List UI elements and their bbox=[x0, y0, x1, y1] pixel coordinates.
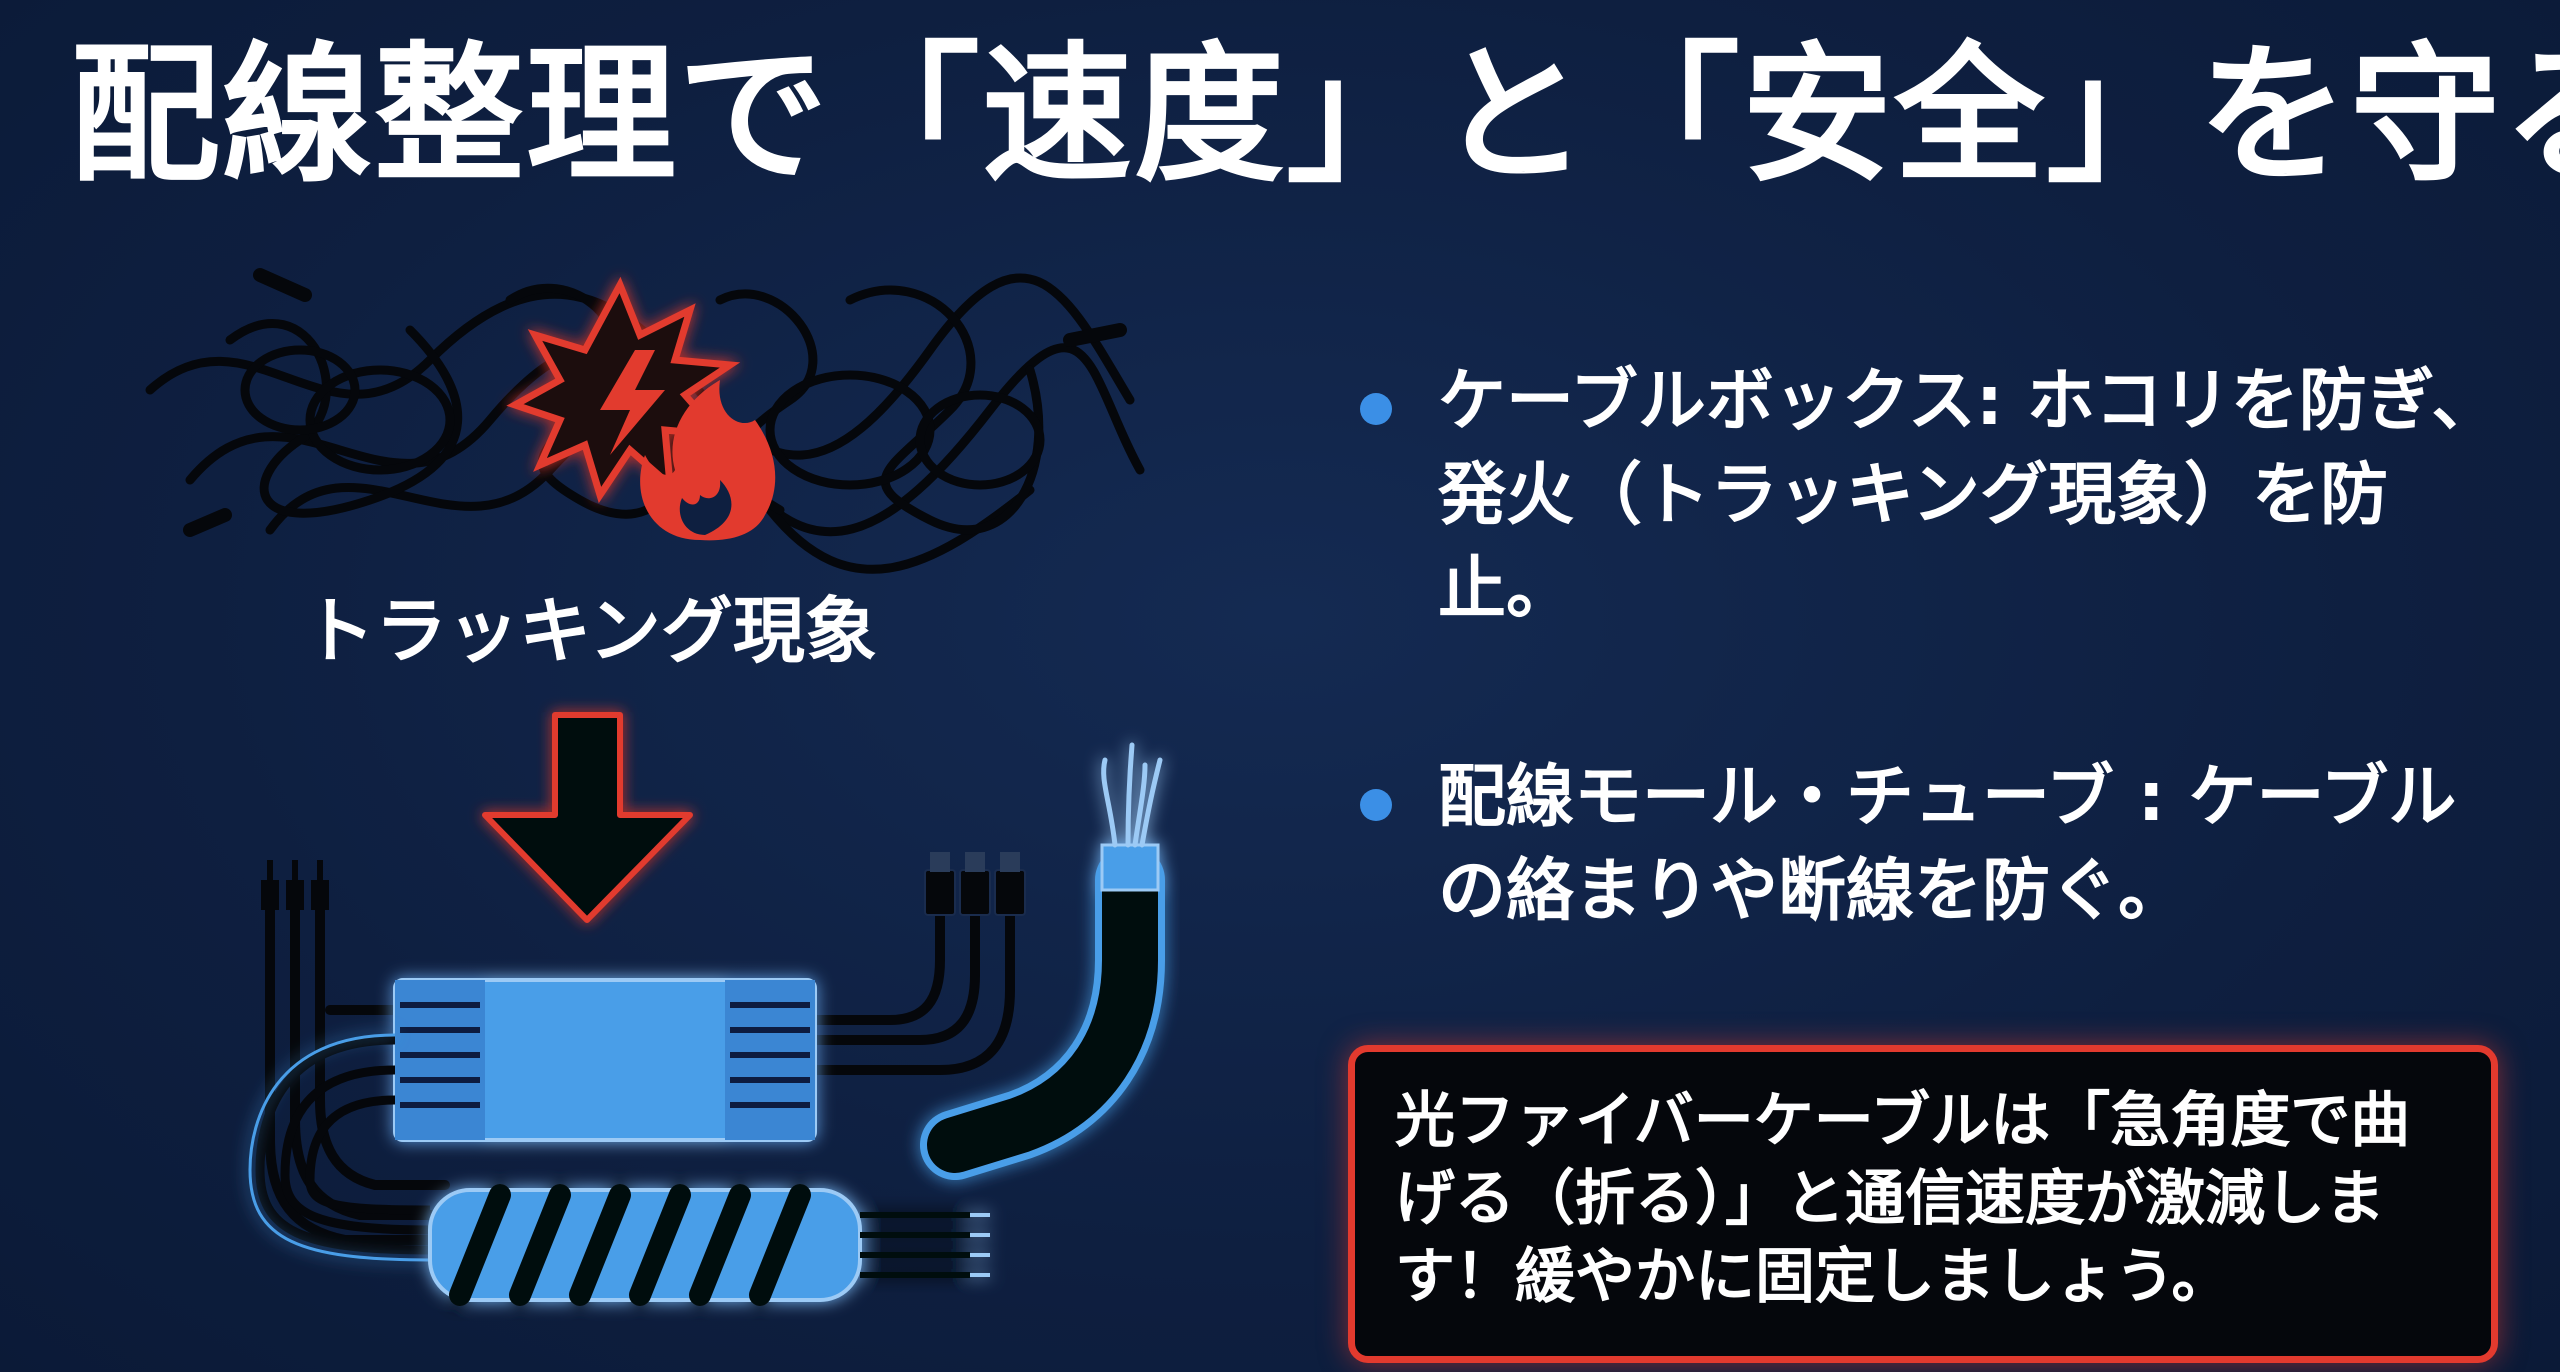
illustration-graphic bbox=[145, 268, 1165, 1306]
page-title: 配線整理で「速度」と「安全」を守る bbox=[70, 29, 2560, 203]
bullet-list: ケーブルボックス: ホコリを防ぎ、発火（トラッキング現象）を防止。 配線モール・… bbox=[1350, 355, 2510, 1054]
cable-box-icon bbox=[393, 978, 817, 1142]
bullet-item-cable-box: ケーブルボックス: ホコリを防ぎ、発火（トラッキング現象）を防止。 bbox=[1350, 355, 2510, 636]
bullet-dot-icon bbox=[1360, 393, 1392, 425]
bullet-dot-icon bbox=[1360, 789, 1392, 822]
plug-icons bbox=[261, 852, 1026, 916]
bullet-text: 配線モール・チューブ : ケーブルの絡まりや断線を防ぐ。 bbox=[1438, 758, 2457, 932]
bullet-item-cable-tube: 配線モール・チューブ : ケーブルの絡まりや断線を防ぐ。 bbox=[1350, 751, 2510, 939]
fire-icon bbox=[640, 380, 776, 541]
down-arrow-icon bbox=[482, 712, 693, 923]
illustration: トラッキング現象 bbox=[130, 240, 1180, 1360]
bullet-text: ケーブルボックス: ホコリを防ぎ、発火（トラッキング現象）を防止。 bbox=[1438, 362, 2500, 629]
spark-icon bbox=[506, 276, 741, 504]
loop-cables bbox=[255, 1035, 431, 1255]
tracking-label: トラッキング現象 bbox=[303, 589, 877, 673]
fiber-cable-icon bbox=[920, 742, 1165, 1180]
fiber-warning-box: 光ファイバーケーブルは「急角度で曲げる（折る）」と通信速度が激減します！緩やかに… bbox=[1348, 1045, 2498, 1363]
spiral-tube-icon bbox=[428, 1184, 990, 1306]
